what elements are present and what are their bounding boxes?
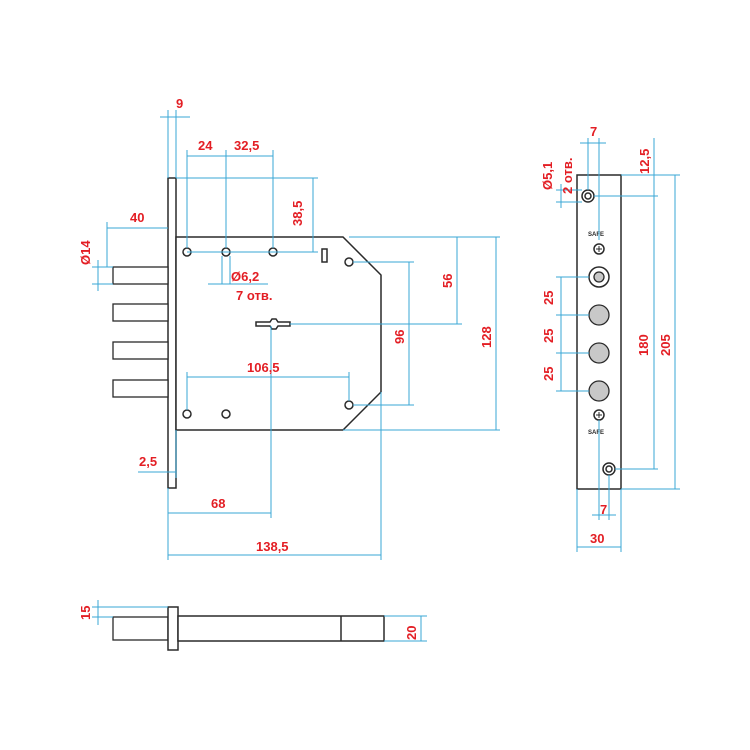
dim-38-5: 38,5: [290, 201, 305, 226]
bottom-dimension-lines: [92, 600, 427, 642]
brand-label-top: SAFE: [588, 232, 604, 238]
side-pin-3: [588, 342, 610, 364]
dim-56: 56: [440, 274, 455, 288]
side-holes-note: 2 отв.: [560, 158, 575, 194]
brand-label-bottom: SAFE: [588, 430, 604, 436]
bolt-4: [112, 379, 169, 398]
dim-96: 96: [392, 330, 407, 344]
latch-slot: [321, 248, 328, 263]
hole-bottom-1: [182, 409, 192, 419]
dim-24: 24: [198, 138, 213, 153]
hole-top-right: [344, 257, 354, 267]
side-dim-diameter-5-1: Ø5,1: [540, 162, 555, 190]
side-dim-25-c: 25: [541, 367, 556, 381]
side-screw-hole-bottom-inner: [605, 465, 613, 473]
dim-138-5: 138,5: [256, 539, 289, 554]
front-dimension-lines: [92, 110, 500, 560]
side-view: SAFE SAFE: [540, 124, 680, 552]
side-dim-25-b: 25: [541, 329, 556, 343]
hole-bottom-2: [221, 409, 231, 419]
dim-2-5: 2,5: [139, 454, 157, 469]
hole-bottom-right: [344, 400, 354, 410]
bottom-case: [177, 615, 385, 642]
front-faceplate: [167, 177, 177, 489]
bolt-1: [112, 266, 169, 285]
dim-68: 68: [211, 496, 225, 511]
side-dim-12-5: 12,5: [637, 149, 652, 174]
side-dim-7-top: 7: [590, 124, 597, 139]
front-view: 9 24 32,5 38,5 40 Ø14 Ø6,2 7 отв. 56 96 …: [78, 96, 500, 560]
side-screw-hole-top-inner: [584, 192, 592, 200]
side-dim-30: 30: [590, 531, 604, 546]
bottom-view: 15 20: [78, 600, 427, 651]
dim-106-5: 106,5: [247, 360, 280, 375]
side-pin-4: [588, 380, 610, 402]
side-pin-1: [593, 271, 605, 283]
dim-diameter-6-2: Ø6,2: [231, 269, 259, 284]
side-dim-180: 180: [636, 334, 651, 356]
bottom-dim-15: 15: [78, 606, 93, 620]
side-dimension-lines: [556, 138, 680, 552]
bolt-2: [112, 303, 169, 322]
bottom-dim-20: 20: [404, 626, 419, 640]
front-holes-note: 7 отв.: [236, 288, 272, 303]
dim-9: 9: [176, 96, 183, 111]
dim-diameter-14: Ø14: [78, 240, 93, 265]
side-dim-7-bottom: 7: [600, 502, 607, 517]
bolt-3: [112, 341, 169, 360]
side-pin-2: [588, 304, 610, 326]
dim-32-5: 32,5: [234, 138, 259, 153]
dim-40: 40: [130, 210, 144, 225]
bottom-bolt: [112, 616, 169, 641]
side-dim-205: 205: [658, 334, 673, 356]
keyhole: [255, 318, 291, 330]
side-dim-25-a: 25: [541, 291, 556, 305]
dim-128: 128: [479, 326, 494, 348]
bottom-faceplate: [167, 606, 179, 651]
